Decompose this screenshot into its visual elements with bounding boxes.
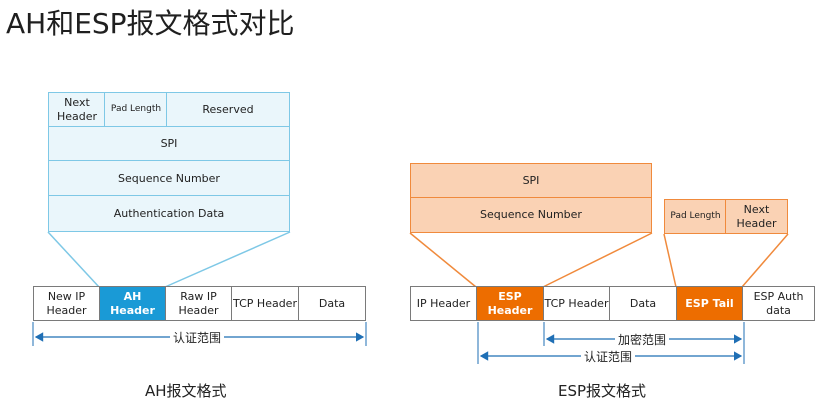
esp-tail-field-pad-length: Pad Length	[664, 199, 727, 234]
esp-packet-ip-header: IP Header	[410, 286, 477, 321]
ah-field-pad-length: Pad Length	[104, 92, 168, 128]
ah-field-spi: SPI	[48, 126, 290, 162]
ah-expand-line-right	[164, 231, 291, 288]
ah-packet-new-ip-header: New IP Header	[33, 286, 100, 321]
esp-header-expand-right	[542, 232, 653, 288]
esp-packet-esp-header: ESP Header	[476, 286, 544, 321]
ah-field-sequence-number: Sequence Number	[48, 160, 290, 197]
esp-packet-esp-auth-data: ESP Auth data	[742, 286, 815, 321]
esp-packet-esp-tail: ESP Tail	[676, 286, 743, 321]
ah-field-reserved: Reserved	[166, 92, 290, 128]
esp-tail-expand-right	[741, 233, 789, 288]
esp-packet-tcp-header: TCP Header	[543, 286, 610, 321]
ah-auth-range-label: 认证范围	[170, 329, 225, 346]
esp-caption: ESP报文格式	[558, 382, 647, 400]
ah-packet-ah-header: AH Header	[99, 286, 166, 321]
ah-field-authentication-data: Authentication Data	[48, 195, 290, 232]
esp-tail-field-next-header: Next Header	[725, 199, 788, 234]
esp-header-expand-left	[409, 232, 477, 288]
esp-encrypt-range-label: 加密范围	[615, 331, 670, 348]
ah-packet-data: Data	[298, 286, 366, 321]
esp-packet-data: Data	[609, 286, 677, 321]
ah-expand-line-left	[47, 231, 100, 288]
ah-packet-raw-ip-header: Raw IP Header	[165, 286, 232, 321]
esp-auth-range-label: 认证范围	[581, 348, 636, 365]
ah-packet-tcp-header: TCP Header	[231, 286, 299, 321]
esp-field-spi: SPI	[410, 163, 652, 199]
ah-field-next-header: Next Header	[48, 92, 106, 128]
esp-tail-expand-left	[663, 233, 677, 288]
ah-caption: AH报文格式	[145, 382, 227, 400]
page-title: AH和ESP报文格式对比	[6, 7, 295, 40]
esp-field-sequence-number: Sequence Number	[410, 197, 652, 233]
